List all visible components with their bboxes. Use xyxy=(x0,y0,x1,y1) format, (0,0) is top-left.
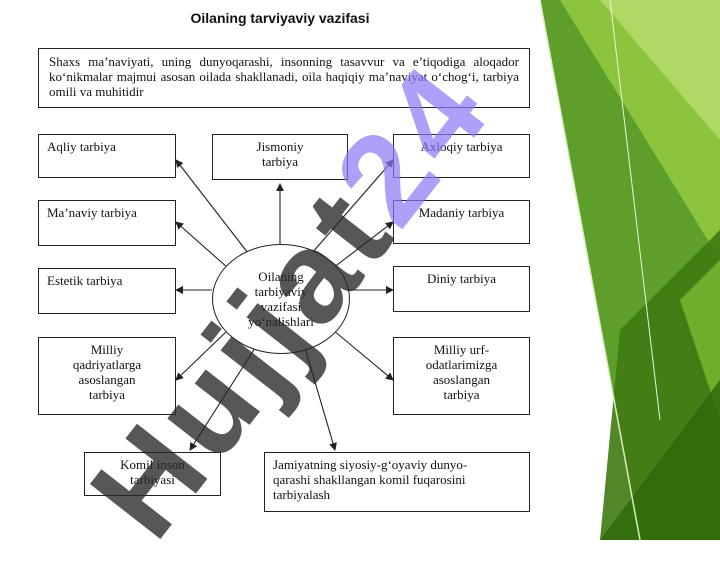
arrow-jamiyat xyxy=(304,347,337,451)
intro-text-box: Shaxs ma’naviyati, uning dunyoqarashi, i… xyxy=(38,48,530,108)
arrow-axloqiy xyxy=(311,159,394,254)
arrow-madaniy xyxy=(332,221,394,269)
slide: Oilaning tarviyaviy vazifasi Shaxs ma’na… xyxy=(38,0,720,563)
node-jismoniy-tarbiya: Jismoniy tarbiya xyxy=(212,134,348,180)
arrows-layer xyxy=(175,159,394,451)
node-madaniy-tarbiya: Madaniy tarbiya xyxy=(393,200,530,244)
arrow-manaviy xyxy=(175,221,229,269)
node-aqliy-tarbiya: Aqliy tarbiya xyxy=(38,134,176,178)
node-komil-inson-tarbiyasi: Komil inson tarbiyasi xyxy=(84,452,221,496)
node-diniy-tarbiya: Diniy tarbiya xyxy=(393,266,530,312)
node-manaviy-tarbiya: Ma’naviy tarbiya xyxy=(38,200,176,246)
node-jamiyat-fuqaro-tarbiyalash: Jamiyatning siyosiy-g‘oyaviy dunyo- qara… xyxy=(264,452,530,512)
arrow-milliy-qadriyat xyxy=(175,329,229,381)
node-milliy-qadriyatlarga-tarbiya: Milliy qadriyatlarga asoslangan tarbiya xyxy=(38,337,176,415)
arrow-milliy-urf xyxy=(332,329,394,381)
slide-title: Oilaning tarviyaviy vazifasi xyxy=(190,10,370,26)
arrow-aqliy xyxy=(175,159,249,254)
arrow-komil-inson xyxy=(189,347,256,451)
node-estetik-tarbiya: Estetik tarbiya xyxy=(38,268,176,314)
green-decoration xyxy=(539,0,720,540)
center-node: Oilaning tarbiyaviy vazifasi yo‘nalishla… xyxy=(212,244,350,354)
node-axloqiy-tarbiya: Axloqiy tarbiya xyxy=(393,134,530,178)
node-milliy-urf-odat-tarbiya: Milliy urf- odatlarimizga asoslangan tar… xyxy=(393,337,530,415)
